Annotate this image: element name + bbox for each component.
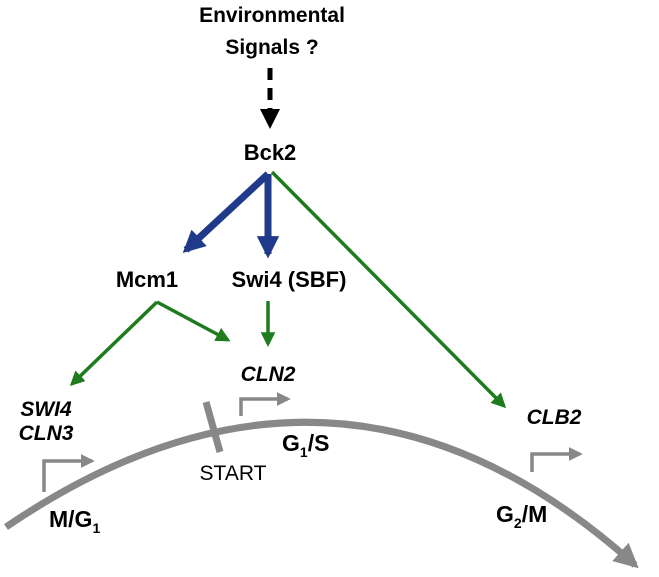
environmental-label: Environmental: [199, 4, 345, 27]
promoter-arrow-cln2: [239, 392, 291, 416]
swi4-sbf-label: Swi4 (SBF): [232, 267, 347, 292]
green-arrow-bck2-clb2: [270, 170, 507, 409]
g2m-main: G: [496, 501, 514, 527]
blue-arrow-bck2-mcm1: [182, 171, 271, 254]
g1s-main: G: [282, 430, 300, 456]
cell-cycle-arc: [4, 418, 639, 569]
mg1-phase-label: M/G1: [49, 506, 100, 536]
green-arrow-mcm1-swi4-cln3: [69, 300, 159, 387]
g2m-tail: /M: [522, 501, 548, 527]
cln2-gene-label: CLN2: [241, 363, 296, 386]
swi4-gene-label: SWI4: [20, 398, 72, 421]
start-label: START: [200, 462, 267, 485]
start-checkpoint-mark: [202, 401, 224, 453]
clb2-gene-label: CLB2: [527, 406, 582, 429]
g2m-sub: 2: [514, 515, 522, 531]
g2m-phase-label: G2/M: [496, 501, 547, 531]
promoter-arrow-clb2: [530, 447, 583, 472]
g1s-phase-label: G1/S: [282, 430, 329, 460]
g1s-sub: 1: [300, 444, 308, 460]
mcm1-label: Mcm1: [116, 267, 178, 292]
g1s-tail: /S: [308, 430, 330, 456]
mg1-main: M/G: [49, 506, 92, 532]
promoter-arrow-swi4-cln3: [42, 454, 95, 492]
green-arrow-mcm1-cln2: [156, 300, 231, 342]
bck2-label: Bck2: [244, 140, 297, 165]
mg1-sub: 1: [92, 520, 100, 536]
cln3-gene-label: CLN3: [19, 422, 74, 445]
signals-label: Signals ?: [225, 36, 318, 59]
